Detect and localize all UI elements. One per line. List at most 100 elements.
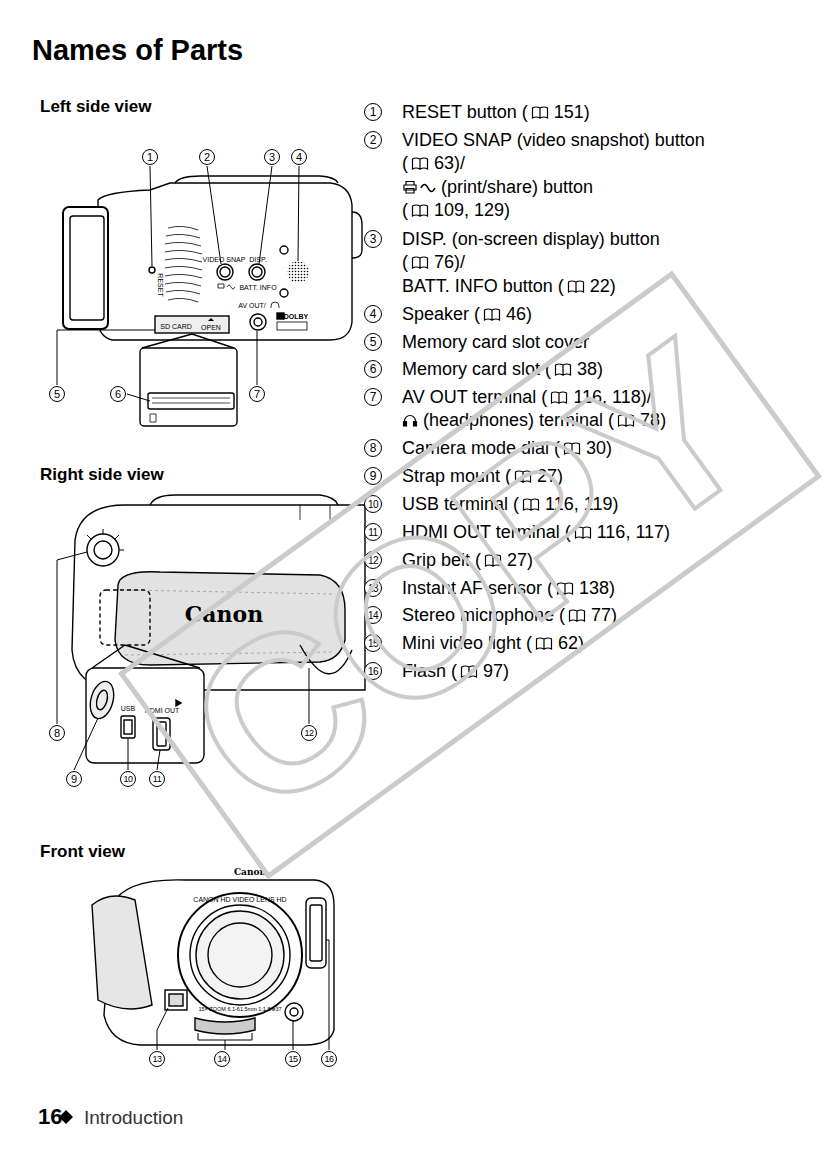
part-entry: 4Speaker (46) <box>364 303 532 325</box>
callout-number: 9 <box>364 467 382 485</box>
book-shape <box>570 610 585 621</box>
part-entry: 3DISP. (on-screen display) button <box>364 228 660 250</box>
book-icon-shape <box>462 666 477 677</box>
book-icon <box>574 525 592 539</box>
callout-number: 15 <box>364 634 382 652</box>
illustration-part <box>153 718 170 750</box>
illustration-part <box>150 414 156 422</box>
view-heading: Right side view <box>40 466 164 483</box>
part-entry: 9 Strap mount ( 27) <box>364 465 563 487</box>
part-entry: (109, 129) <box>364 199 510 221</box>
part-entry: 15Mini video light (62) <box>364 632 584 654</box>
illustration-part <box>280 246 288 254</box>
book-icon-shape <box>575 527 590 538</box>
illustration-part <box>92 645 200 668</box>
illustration-part <box>287 261 309 283</box>
book-shape <box>462 666 477 677</box>
part-entry: (print/share) button <box>364 176 593 198</box>
book-icon-shape <box>532 107 547 118</box>
book-icon-shape <box>565 443 580 454</box>
part-entry: 8Camera mode dial (30) <box>364 437 612 459</box>
part-name: 109, 129) <box>434 200 510 221</box>
illustration-part <box>175 176 338 183</box>
illustration-part <box>87 534 119 566</box>
book-icon <box>563 441 581 455</box>
illustration-part <box>198 1033 252 1050</box>
illustration-part <box>70 216 104 320</box>
page-number: 16 <box>38 1106 62 1128</box>
illustration-part <box>280 289 288 297</box>
book-shape <box>619 415 634 426</box>
illustration-part <box>190 905 290 1005</box>
illustration-part <box>169 994 183 1006</box>
illustration-part <box>142 334 234 348</box>
illustration-part <box>285 1003 303 1021</box>
callout-number: 16 <box>364 662 382 680</box>
device-marking: AV OUT/ <box>238 302 265 309</box>
callout-number: 12 <box>364 551 382 569</box>
illustration-part <box>306 898 326 968</box>
print-icon-shape <box>404 182 416 194</box>
callout-number: 1 <box>364 103 382 121</box>
illustration-part <box>63 207 108 329</box>
callout-number: 13 <box>364 579 382 597</box>
device-marking: DOLBY <box>284 313 309 320</box>
book-shape <box>565 443 580 454</box>
part-name: 62) <box>558 633 584 654</box>
callout-number: 3 <box>264 149 280 165</box>
part-entry: 1RESET button (151) <box>364 101 590 123</box>
illustration-part <box>57 552 87 724</box>
book-icon-shape <box>485 309 500 320</box>
callout-number: 5 <box>364 333 382 351</box>
illustration-part <box>115 572 345 665</box>
book-icon <box>411 255 429 269</box>
part-name: 151) <box>554 102 590 123</box>
illustration-part <box>178 893 302 1017</box>
part-entry: 11HDMI OUT terminal (116, 117) <box>364 521 670 543</box>
illustration-part <box>352 212 362 258</box>
book-icon <box>411 203 429 217</box>
part-name: ( <box>402 252 408 273</box>
illustration-part <box>150 166 152 266</box>
print-icon <box>402 180 418 194</box>
view-heading: Left side view <box>40 98 151 115</box>
illustration-part <box>250 314 266 330</box>
part-entry: 10USB terminal (116, 119) <box>364 493 618 515</box>
brand-logo: Canon <box>234 868 266 877</box>
watermark-frame <box>121 274 818 876</box>
book-icon-shape <box>556 364 571 375</box>
callout-number: 10 <box>120 771 136 787</box>
part-name: AV OUT terminal ( <box>402 387 547 408</box>
callout-number: 15 <box>285 1051 301 1067</box>
part-name: (print/share) button <box>441 177 593 198</box>
book-icon <box>484 553 502 567</box>
callout-number: 8 <box>49 725 65 741</box>
front-view-drawing <box>92 880 334 1045</box>
book-icon <box>522 497 540 511</box>
part-name: 116, 119) <box>545 494 618 515</box>
book-icon <box>531 105 549 119</box>
illustration-part <box>208 923 272 987</box>
part-name: ( <box>402 153 408 174</box>
part-entry: 14Stereo microphone (77) <box>364 604 617 626</box>
phones-icon <box>402 413 418 427</box>
illustration-part <box>121 716 135 738</box>
right-leader-lines <box>57 552 309 770</box>
illustration-part <box>86 679 117 721</box>
illustration-part <box>176 700 181 706</box>
callout-number: 3 <box>364 230 382 248</box>
callout-number: 12 <box>301 725 317 741</box>
illustration-part <box>298 166 299 261</box>
illustration-part <box>98 183 352 340</box>
part-name: 77) <box>591 605 617 626</box>
callout-number: 1 <box>142 149 158 165</box>
part-name: 27) <box>537 466 563 487</box>
callout-number: 5 <box>49 386 65 402</box>
illustration-part <box>166 234 200 238</box>
illustration-part <box>168 298 198 302</box>
book-shape <box>485 309 500 320</box>
part-name: (headphones) terminal ( <box>423 410 614 431</box>
port-marking: USB <box>121 705 135 712</box>
part-name: Strap mount ( <box>402 466 511 487</box>
part-entry: BATT. INFO button (22) <box>364 275 616 297</box>
